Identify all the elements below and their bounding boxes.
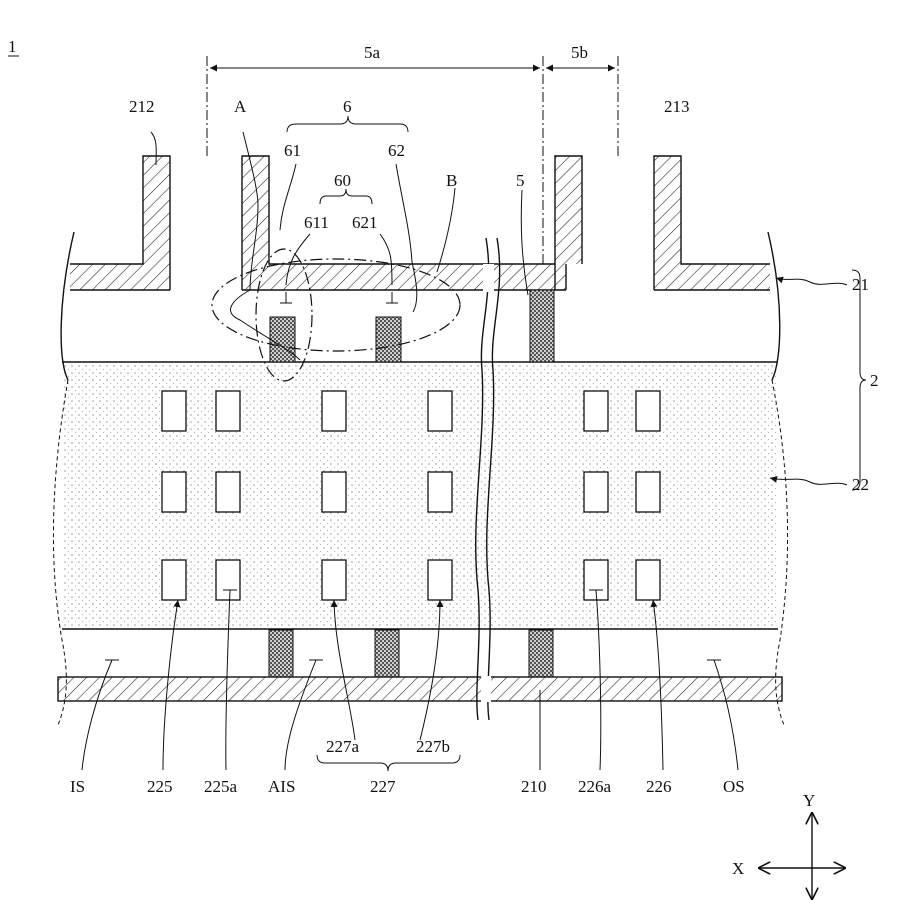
axis-x-label: X bbox=[732, 859, 744, 878]
label-is: IS bbox=[70, 777, 85, 796]
cell-opening bbox=[636, 560, 660, 600]
label-60: 60 bbox=[334, 171, 351, 190]
axis-indicator bbox=[758, 812, 846, 900]
contact-pad bbox=[269, 630, 293, 677]
figure-number: 1 bbox=[8, 37, 17, 56]
label-226: 226 bbox=[646, 777, 672, 796]
cell-opening bbox=[428, 560, 452, 600]
label-621: 621 bbox=[352, 213, 378, 232]
brace-6 bbox=[287, 116, 408, 132]
cell-opening bbox=[322, 472, 346, 512]
contact-pad bbox=[376, 317, 401, 362]
gap-layer bbox=[62, 290, 778, 362]
brace-60 bbox=[320, 189, 372, 204]
label-b: B bbox=[446, 171, 457, 190]
cell-opening bbox=[216, 472, 240, 512]
label-21: 21 bbox=[852, 275, 869, 294]
label-22: 22 bbox=[852, 475, 869, 494]
contact-pad bbox=[530, 290, 554, 362]
span-5a-label: 5a bbox=[364, 43, 381, 62]
label-5: 5 bbox=[516, 171, 525, 190]
cell-opening bbox=[636, 472, 660, 512]
label-227b: 227b bbox=[416, 737, 450, 756]
axis-y-label: Y bbox=[803, 791, 815, 810]
label-227a: 227a bbox=[326, 737, 360, 756]
label-62: 62 bbox=[388, 141, 405, 160]
cell-opening bbox=[162, 472, 186, 512]
cell-opening bbox=[216, 391, 240, 431]
cell-opening bbox=[322, 560, 346, 600]
label-611: 611 bbox=[304, 213, 329, 232]
contact-pad bbox=[375, 630, 399, 677]
label-a: A bbox=[234, 97, 247, 116]
cell-opening bbox=[162, 560, 186, 600]
cell-opening bbox=[584, 472, 608, 512]
substrate-22 bbox=[62, 363, 778, 629]
label-2: 2 bbox=[870, 371, 879, 390]
contact-pad bbox=[270, 317, 295, 362]
label-61: 61 bbox=[284, 141, 301, 160]
cell-opening bbox=[584, 391, 608, 431]
label-212: 212 bbox=[129, 97, 155, 116]
label-210: 210 bbox=[521, 777, 547, 796]
cell-opening bbox=[428, 391, 452, 431]
span-5b-label: 5b bbox=[571, 43, 588, 62]
brace-2 bbox=[852, 270, 866, 490]
label-6: 6 bbox=[343, 97, 352, 116]
brace-227 bbox=[317, 755, 460, 771]
label-225: 225 bbox=[147, 777, 173, 796]
label-213: 213 bbox=[664, 97, 690, 116]
cell-opening bbox=[216, 560, 240, 600]
cell-opening bbox=[428, 472, 452, 512]
cell-opening bbox=[636, 391, 660, 431]
cell-opening bbox=[322, 391, 346, 431]
label-226a: 226a bbox=[578, 777, 612, 796]
label-os: OS bbox=[723, 777, 745, 796]
label-227: 227 bbox=[370, 777, 396, 796]
contact-pad bbox=[529, 630, 553, 677]
cell-opening bbox=[162, 391, 186, 431]
label-ais: AIS bbox=[268, 777, 295, 796]
label-225a: 225a bbox=[204, 777, 238, 796]
